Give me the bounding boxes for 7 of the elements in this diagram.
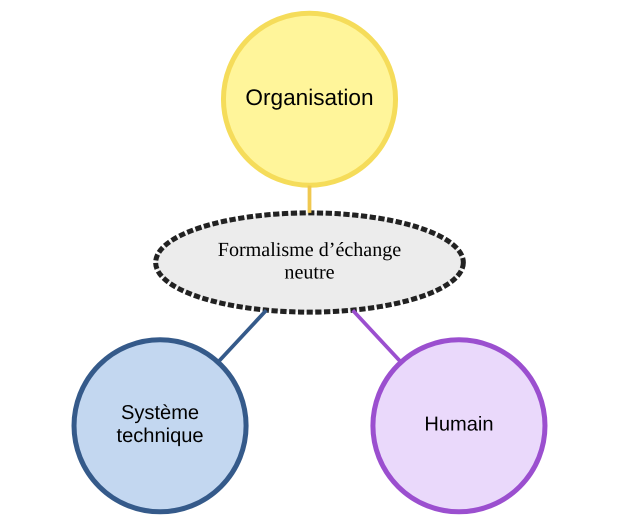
connector	[308, 186, 312, 213]
node-circle: Système technique	[72, 337, 249, 514]
node-ellipse: Formalisme d’échange neutre	[153, 210, 466, 315]
node-circle: Organisation	[220, 10, 398, 188]
connector	[216, 308, 268, 364]
node-circle: Humain	[370, 337, 548, 514]
connector	[351, 308, 402, 364]
